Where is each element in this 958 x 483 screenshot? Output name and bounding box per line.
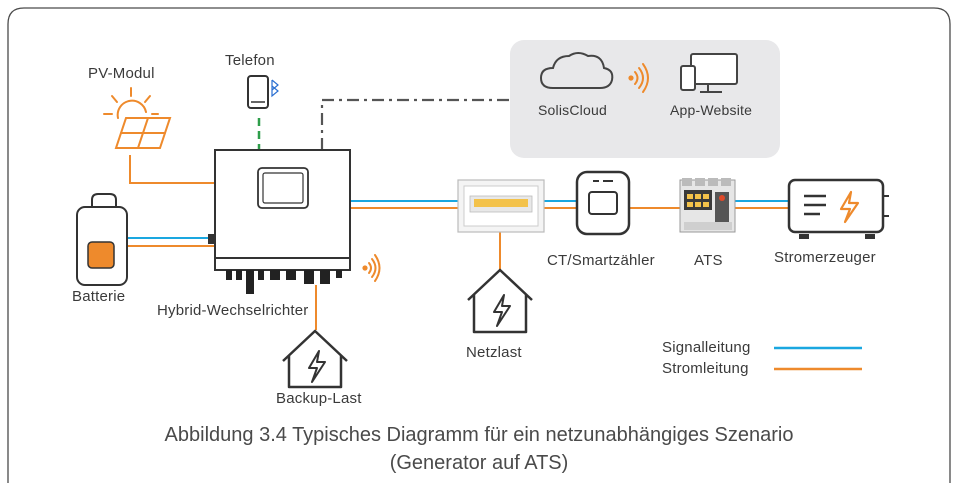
legend-signal-label: Signalleitung: [662, 339, 751, 356]
label-batterie: Batterie: [72, 288, 126, 305]
label-pv-modul: PV-Modul: [88, 65, 155, 82]
cloud-panel: [510, 40, 780, 158]
wifi-icon: [628, 63, 649, 93]
ats-icon: [679, 178, 736, 233]
inverter-wifi-icon: [362, 254, 381, 282]
caption-line-1: Abbildung 3.4 Typisches Diagramm für ein…: [164, 424, 794, 446]
label-ats: ATS: [694, 252, 723, 269]
distribution-box-icon: [457, 179, 545, 233]
bluetooth-icon: [271, 79, 279, 98]
label-wechselrichter: Hybrid-Wechselrichter: [157, 302, 309, 319]
phone-icon: [247, 75, 269, 109]
generator-icon: [787, 178, 889, 239]
label-soliscloud: SolisCloud: [538, 102, 607, 118]
caption-line-2: (Generator auf ATS): [389, 452, 569, 474]
label-stromerzeuger: Stromerzeuger: [774, 249, 876, 266]
pv-power-line: [129, 155, 216, 184]
battery-icon: [76, 193, 128, 286]
legend-power-label: Stromleitung: [662, 360, 749, 377]
label-netzlast: Netzlast: [466, 344, 522, 361]
diagram-frame: [7, 7, 951, 483]
monitor-icon: [680, 53, 738, 93]
label-backup-last: Backup-Last: [276, 390, 362, 407]
cloud-icon: [539, 52, 614, 89]
inverter-icon: [208, 149, 351, 294]
backup-house-icon: [282, 329, 348, 389]
label-ct: CT/Smartzähler: [547, 252, 655, 269]
label-telefon: Telefon: [225, 52, 275, 69]
meter-icon: [575, 170, 631, 236]
monitoring-link-line: [320, 98, 510, 150]
sun-panel-icon: [103, 87, 172, 149]
house-icon: [467, 268, 533, 334]
label-app-website: App-Website: [670, 102, 753, 118]
